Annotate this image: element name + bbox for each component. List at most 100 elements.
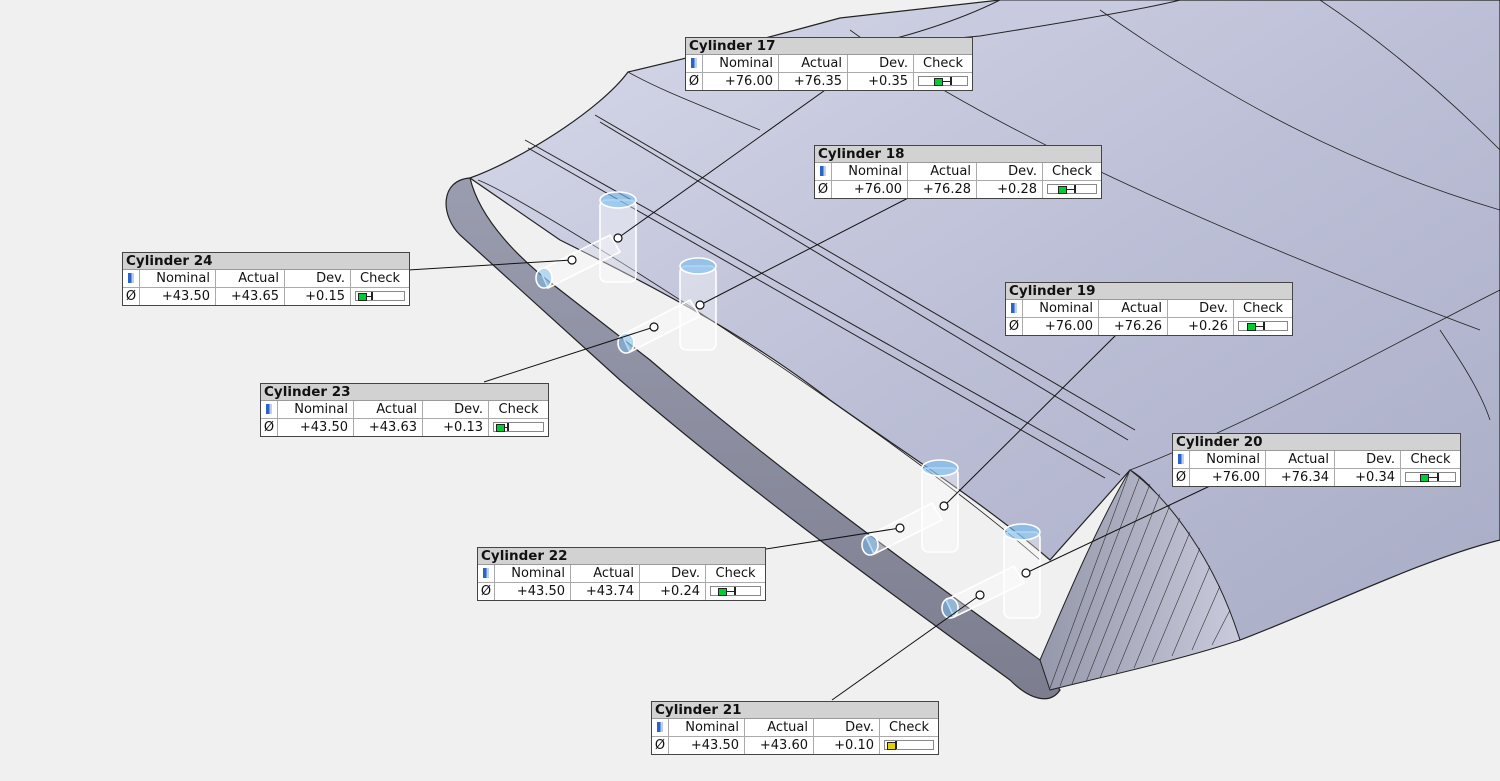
nominal-marker-icon [1173,451,1190,468]
actual-header: Actual [571,565,640,582]
nominal-value: +76.00 [832,181,908,198]
check-header: Check [1410,452,1451,467]
nominal-value: +76.00 [703,73,779,90]
callout-title: Cylinder 21 [652,702,938,719]
cylinder-20-callout[interactable]: Cylinder 20 Nominal Actual Dev. Check Ø … [1172,433,1461,487]
actual-header: Actual [779,55,848,72]
callout-title: Cylinder 24 [123,253,409,270]
nominal-header: Nominal [278,401,354,418]
nominal-marker-icon [261,401,278,418]
actual-header: Actual [216,270,285,287]
dev-header: Dev. [640,565,706,582]
gauge-tolerance-tick [371,292,373,300]
cylinder-18-callout[interactable]: Cylinder 18 Nominal Actual Dev. Check Ø … [814,145,1102,199]
check-header: Check [923,56,963,71]
nominal-header: Nominal [832,163,908,180]
nominal-value: +76.00 [1190,469,1266,486]
nominal-value: +76.00 [1023,318,1099,335]
callout-title: Cylinder 22 [478,548,765,565]
gauge-tolerance-tick [734,587,736,595]
actual-header: Actual [1099,300,1168,317]
nominal-marker-icon [478,565,495,582]
check-gauge [1043,181,1101,198]
deviation-value: +0.15 [285,288,351,305]
dev-header: Dev. [814,719,880,736]
dev-header: Dev. [1168,300,1234,317]
cylinder-24-callout[interactable]: Cylinder 24 Nominal Actual Dev. Check Ø … [122,252,410,306]
check-gauge [706,583,765,600]
dev-header: Dev. [285,270,351,287]
gauge-indicator [496,424,505,432]
nominal-marker-icon [1006,300,1023,317]
check-gauge [880,737,938,754]
check-header: Check [889,720,929,735]
dev-header: Dev. [1335,451,1401,468]
gauge-stem [505,427,507,428]
part-upper-fold [849,0,1181,49]
actual-value: +76.26 [1099,318,1168,335]
deviation-value: +0.28 [977,181,1043,198]
nominal-header: Nominal [140,270,216,287]
callout-title: Cylinder 23 [261,384,548,401]
nominal-value: +43.50 [495,583,571,600]
check-gauge [914,73,972,90]
actual-value: +76.35 [779,73,848,90]
cylinder-19-callout[interactable]: Cylinder 19 Nominal Actual Dev. Check Ø … [1005,282,1293,336]
check-header: Check [1243,301,1283,316]
check-gauge [489,419,548,436]
actual-header: Actual [745,719,814,736]
part-top-surface [468,0,1500,641]
leader-lines [407,87,1213,701]
dev-header: Dev. [848,55,914,72]
actual-value: +76.34 [1266,469,1335,486]
nominal-marker-icon [652,719,669,736]
nominal-header: Nominal [1023,300,1099,317]
nominal-value: +43.50 [278,419,354,436]
deviation-value: +0.35 [848,73,914,90]
diameter-symbol: Ø [261,419,278,436]
gauge-stem [1067,189,1074,190]
cylinder-17-callout[interactable]: Cylinder 17 Nominal Actual Dev. Check Ø … [685,37,973,91]
check-gauge [1401,469,1460,486]
deviation-value: +0.13 [423,419,489,436]
tapered-end-lines [1049,469,1231,689]
gauge-indicator [934,78,943,86]
actual-value: +43.63 [354,419,423,436]
gauge-indicator [1420,474,1429,482]
gauge-stem [943,81,950,82]
diameter-symbol: Ø [123,288,140,305]
gauge-tolerance-tick [1263,322,1265,330]
part-side-face [445,177,1061,700]
nominal-header: Nominal [1190,451,1266,468]
nominal-header: Nominal [495,565,571,582]
deviation-value: +0.10 [814,737,880,754]
dev-header: Dev. [423,401,489,418]
gauge-stem [367,296,371,297]
nominal-marker-icon [123,270,140,287]
cylinder-21-callout[interactable]: Cylinder 21 Nominal Actual Dev. Check Ø … [651,701,939,755]
actual-value: +43.65 [216,288,285,305]
leader-anchor-points [567,233,1031,600]
deviation-value: +0.24 [640,583,706,600]
cylinder-23-callout[interactable]: Cylinder 23 Nominal Actual Dev. Check Ø … [260,383,549,437]
actual-header: Actual [354,401,423,418]
gauge-indicator [718,588,727,596]
cylinder-22-callout[interactable]: Cylinder 22 Nominal Actual Dev. Check Ø … [477,547,766,601]
nominal-value: +43.50 [140,288,216,305]
nominal-value: +43.50 [669,737,745,754]
check-header: Check [715,566,756,581]
gauge-indicator [1247,323,1256,331]
diameter-symbol: Ø [1173,469,1190,486]
check-header: Check [498,402,539,417]
deviation-value: +0.26 [1168,318,1234,335]
diameter-symbol: Ø [478,583,495,600]
callout-title: Cylinder 18 [815,146,1101,163]
deviation-value: +0.34 [1335,469,1401,486]
dev-header: Dev. [977,163,1043,180]
gauge-tolerance-tick [1074,185,1076,193]
actual-value: +43.60 [745,737,814,754]
nominal-header: Nominal [669,719,745,736]
callout-title: Cylinder 19 [1006,283,1292,300]
actual-value: +76.28 [908,181,977,198]
